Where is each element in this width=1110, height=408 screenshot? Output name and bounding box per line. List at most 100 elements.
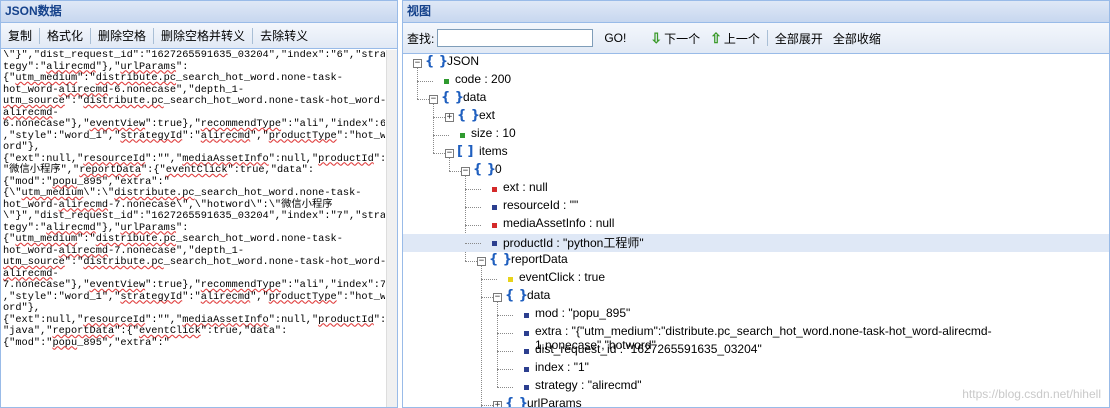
object-icon: { } (489, 252, 513, 267)
tree-node-label[interactable]: data (527, 288, 551, 302)
json-textarea[interactable]: \"}","dist_request_id":"1627265591635_03… (3, 50, 385, 349)
spellcheck-word: reportData (79, 164, 141, 176)
tree-row[interactable] (403, 108, 1109, 126)
spellcheck-word: utm_source (3, 95, 65, 107)
spellcheck-word: alirecmd (58, 198, 109, 211)
collapse-toggle-icon[interactable]: − (461, 166, 470, 176)
tree-row[interactable] (403, 144, 1109, 162)
spellcheck-word: distribute.pc (95, 233, 177, 245)
tree-connector (465, 243, 481, 244)
tree-connector (497, 333, 513, 334)
tree-node-label[interactable]: urlParams (527, 396, 582, 408)
array-icon: [ ] (457, 144, 474, 159)
value-type-icon (492, 187, 497, 192)
tree-connector (481, 266, 482, 405)
tree-connector (481, 279, 497, 280)
toolbar-separator (39, 27, 41, 44)
tree-row[interactable] (403, 162, 1109, 180)
unescape-button[interactable]: 去除转义 (260, 29, 309, 43)
object-icon: { } (505, 288, 529, 303)
spellcheck-word: urlParams (120, 60, 177, 73)
tree-node-label[interactable]: index : "1" (535, 360, 589, 374)
toolbar-separator (90, 27, 92, 44)
spellcheck-word: popu (52, 336, 78, 349)
collapse-toggle-icon[interactable]: − (445, 148, 454, 158)
collapse-toggle-icon[interactable]: − (493, 292, 502, 302)
go-button[interactable]: GO! (604, 31, 627, 45)
tree-node-label[interactable]: mediaAssetInfo : null (503, 216, 615, 230)
watermark-text: https://blog.csdn.net/hihell (962, 387, 1101, 401)
tree-connector (449, 158, 450, 171)
tree-node-label[interactable]: mod : "popu_895" (535, 306, 631, 320)
tree-node-label[interactable]: 0 (495, 162, 502, 176)
prev-label: 上一个 (723, 31, 760, 46)
copy-button[interactable]: 复制 (8, 29, 33, 43)
tree-node-label[interactable]: strategy : "alirecmd" (535, 378, 642, 392)
spellcheck-word: eventView (89, 279, 146, 291)
spellcheck-word: alirecmd (46, 60, 96, 73)
format-button[interactable]: 格式化 (47, 29, 84, 43)
json-data-title: JSON数据 (1, 1, 397, 23)
tree-node-label[interactable]: ext : null (503, 180, 548, 194)
spellcheck-word: resourceId (83, 152, 146, 165)
value-type-icon (524, 367, 529, 372)
tree-node-label[interactable]: productId : "python工程师" (503, 236, 644, 250)
next-label: 下一个 (664, 31, 701, 46)
json-data-panel: JSON数据 复制 格式化 删除空格 删除空格并转义 去除转义 \"}","di… (0, 0, 398, 408)
spellcheck-word: utm_medium (15, 72, 78, 84)
value-type-icon (508, 277, 513, 282)
spellcheck-word: utm_medium (15, 233, 78, 245)
tree-node-label[interactable]: resourceId : "" (503, 198, 579, 212)
json-textarea-scrollbar[interactable] (386, 50, 397, 407)
tree-node-label[interactable]: data (463, 90, 487, 104)
search-input[interactable] (437, 29, 594, 47)
tree-row[interactable] (403, 234, 1109, 252)
object-icon: { } (505, 396, 529, 408)
tree-connector (497, 387, 513, 388)
spellcheck-word: productType (268, 129, 337, 142)
spellcheck-word: mediaAssetInfo (182, 152, 269, 165)
value-type-icon (492, 205, 497, 210)
tree-node-label[interactable]: eventClick : true (519, 270, 606, 284)
remove-spaces-escape-button[interactable]: 删除空格并转义 (161, 29, 246, 43)
tree-node-label[interactable]: size : 10 (471, 126, 516, 140)
tree-node-label[interactable]: code : 200 (455, 72, 512, 86)
collapse-all-button[interactable]: 全部收缩 (832, 31, 881, 46)
spellcheck-word: eventClick (165, 164, 228, 176)
expand-all-button[interactable]: 全部展开 (774, 31, 823, 46)
search-label: 查找: (407, 31, 435, 46)
collapse-toggle-icon[interactable]: − (429, 94, 438, 104)
tree-node-label[interactable]: dist_request_id : "1627265591635_03204" (535, 342, 762, 356)
spellcheck-word: alirecmd (200, 129, 251, 142)
tree-node-label[interactable]: extra : "{"utm_medium":"distribute.pc_se… (535, 324, 992, 352)
spellcheck-word: alirecmd (58, 244, 109, 257)
tree-connector (497, 351, 513, 352)
collapse-toggle-icon[interactable]: − (413, 58, 422, 68)
spellcheck-word: resourceId (83, 313, 146, 326)
spellcheck-word: mediaAssetInfo (182, 313, 269, 326)
collapse-toggle-icon[interactable]: − (477, 256, 486, 266)
expand-toggle-icon[interactable]: + (445, 112, 454, 122)
expand-toggle-icon[interactable]: + (493, 400, 502, 408)
spellcheck-word: distribute.pc (95, 72, 177, 84)
tree-connector (417, 99, 433, 100)
tree-node-label[interactable]: items (479, 144, 508, 158)
spellcheck-word: eventClick (138, 325, 201, 337)
spellcheck-word: strategyId (120, 129, 183, 142)
tree-connector (433, 104, 434, 153)
tree-row[interactable] (403, 90, 1109, 108)
value-type-icon (524, 385, 529, 390)
tree-connector (465, 261, 481, 262)
remove-spaces-button[interactable]: 删除空格 (98, 29, 147, 43)
view-title: 视图 (403, 1, 1109, 23)
prev-button[interactable]: ⇧上一个 (705, 28, 765, 49)
tree-connector (465, 176, 466, 261)
tree-connector (481, 405, 497, 406)
tree-node-label[interactable]: JSON (447, 54, 480, 68)
tree-node-label[interactable]: reportData (511, 252, 568, 266)
tree-connector (481, 297, 497, 298)
tree-node-label[interactable]: ext (479, 108, 496, 122)
next-button[interactable]: ⇩下一个 (645, 28, 705, 49)
tree-row[interactable] (403, 54, 1109, 72)
